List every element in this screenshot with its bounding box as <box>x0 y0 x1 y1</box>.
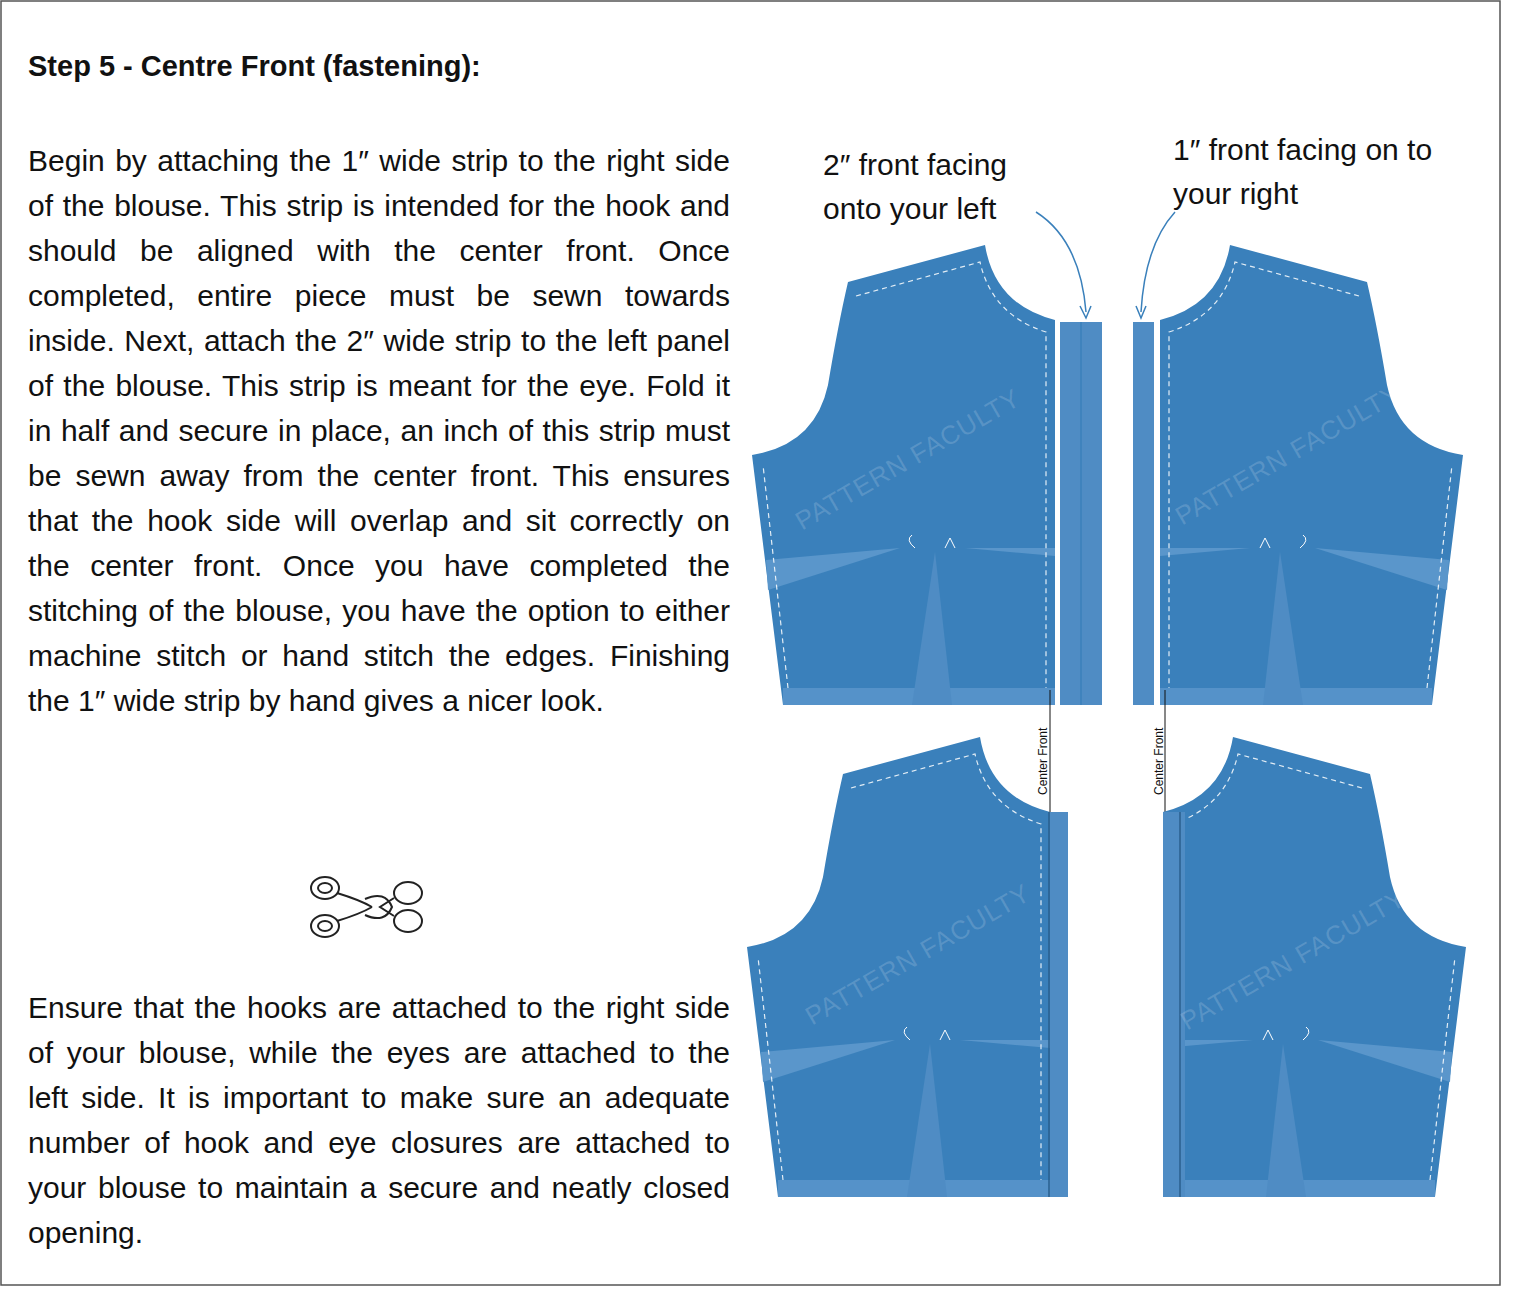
center-front-label: Center Front <box>1152 728 1166 795</box>
instruction-paragraph: Ensure that the hooks are attached to th… <box>28 985 730 1255</box>
callout-label: 1″ front facing on to your right <box>1173 128 1433 216</box>
center-front-label: Center Front <box>1036 728 1050 795</box>
step-title: Step 5 - Centre Front (fastening): <box>28 50 481 83</box>
instruction-paragraph: Begin by attaching the 1″ wide strip to … <box>28 138 730 723</box>
callout-label: 2″ front facing onto your left <box>823 143 1053 231</box>
